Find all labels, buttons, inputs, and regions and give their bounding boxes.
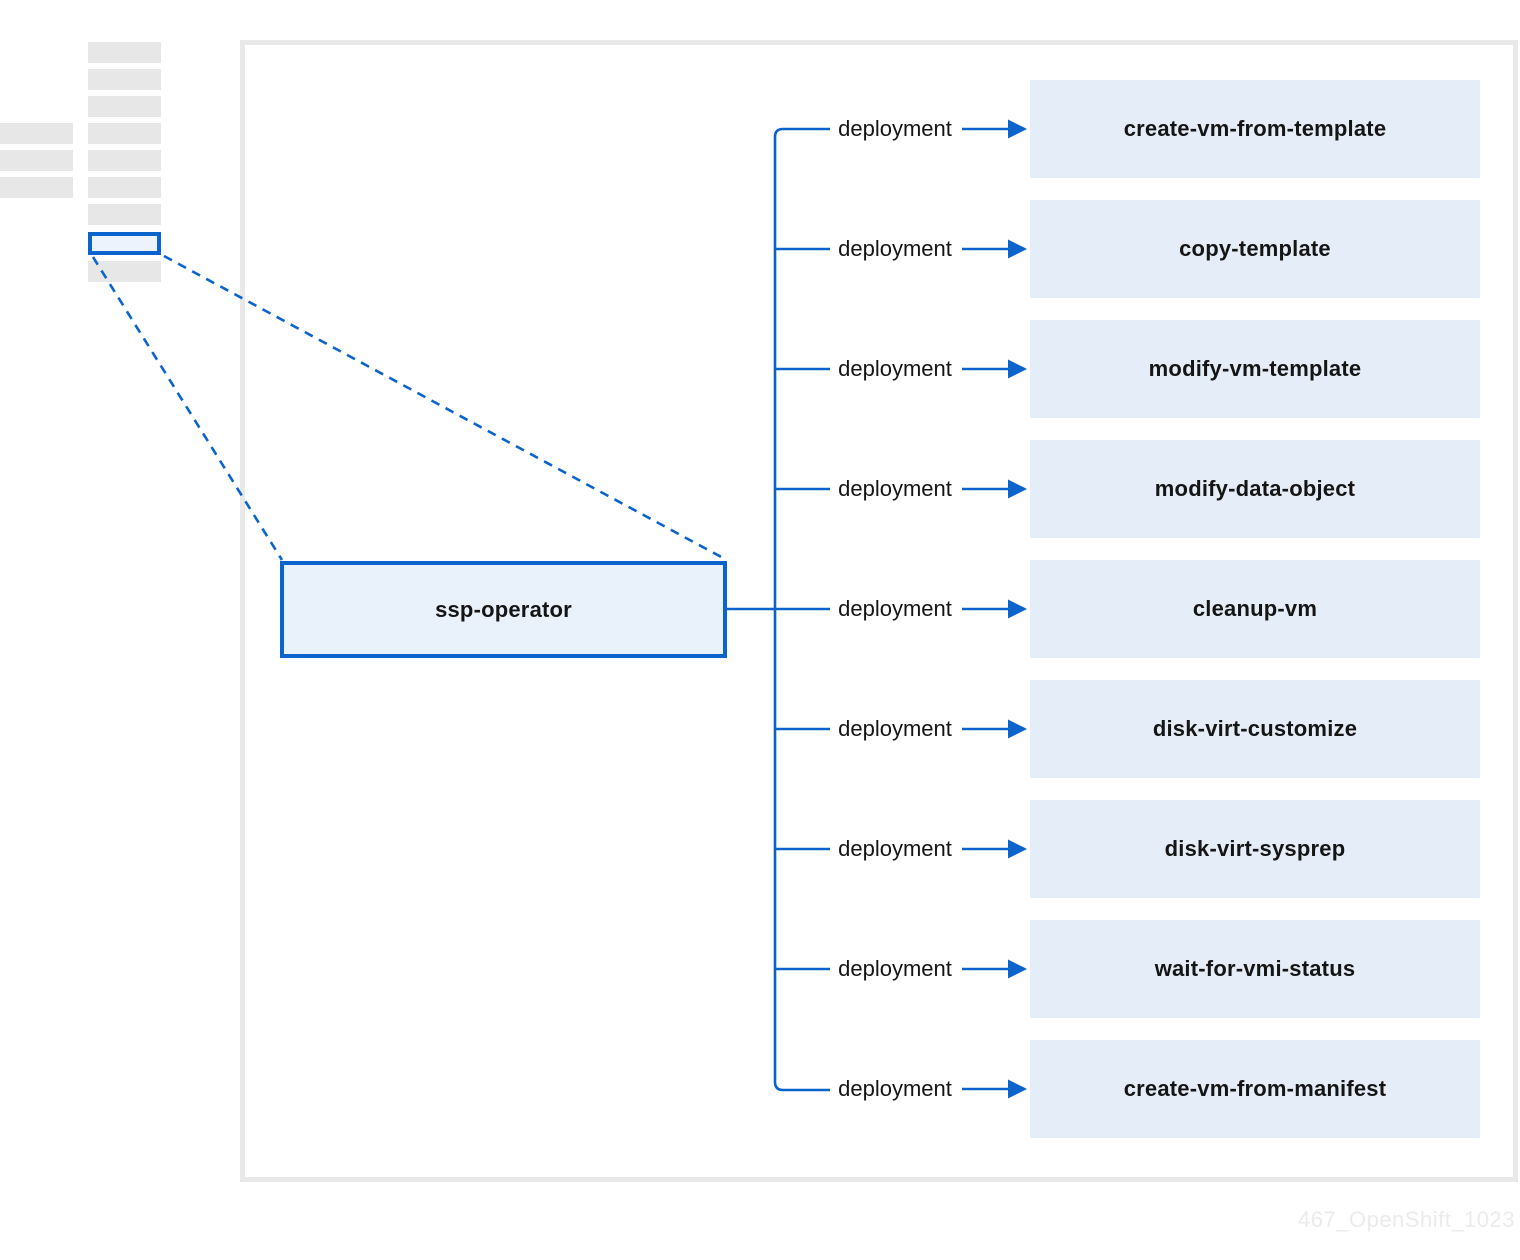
- target-box-copy-template: copy-template: [1030, 200, 1480, 298]
- target-box-disk-virt-customize: disk-virt-customize: [1030, 680, 1480, 778]
- target-box-label: modify-data-object: [1154, 476, 1356, 501]
- skeleton-bar: [88, 261, 161, 282]
- skeleton-bar: [88, 42, 161, 63]
- watermark-text: 467_OpenShift_1023: [1298, 1207, 1515, 1232]
- target-box-label: cleanup-vm: [1192, 596, 1318, 621]
- skeleton-bar: [88, 204, 161, 225]
- target-box-label: create-vm-from-template: [1123, 116, 1387, 141]
- target-box-label: create-vm-from-manifest: [1123, 1076, 1387, 1101]
- target-box-label: modify-vm-template: [1148, 356, 1362, 381]
- skeleton-bar: [88, 69, 161, 90]
- target-box-create-vm-from-template: create-vm-from-template: [1030, 80, 1480, 178]
- skeleton-bar: [88, 123, 161, 144]
- ssp-operator-box: ssp-operator: [280, 561, 727, 658]
- skeleton-bar: [0, 123, 73, 144]
- target-box-cleanup-vm: cleanup-vm: [1030, 560, 1480, 658]
- target-box-label: disk-virt-sysprep: [1164, 836, 1346, 861]
- skeleton-bar: [0, 150, 73, 171]
- target-box-disk-virt-sysprep: disk-virt-sysprep: [1030, 800, 1480, 898]
- deployment-label: deployment: [838, 716, 952, 741]
- ssp-operator-label: ssp-operator: [435, 596, 572, 622]
- target-box-modify-vm-template: modify-vm-template: [1030, 320, 1480, 418]
- deployment-label: deployment: [838, 956, 952, 981]
- target-box-modify-data-object: modify-data-object: [1030, 440, 1480, 538]
- deployment-label: deployment: [838, 356, 952, 381]
- deployment-label: deployment: [838, 1076, 952, 1101]
- skeleton-bar: [88, 96, 161, 117]
- target-box-label: wait-for-vmi-status: [1154, 956, 1356, 981]
- skeleton-bar: [0, 177, 73, 198]
- deployment-label: deployment: [838, 236, 952, 261]
- skeleton-bar: [88, 150, 161, 171]
- target-box-label: disk-virt-customize: [1152, 716, 1358, 741]
- deployment-label: deployment: [838, 596, 952, 621]
- skeleton-bar: [88, 177, 161, 198]
- target-box-label: copy-template: [1179, 236, 1331, 261]
- skeleton-highlight-bar: [88, 232, 161, 255]
- deployment-label: deployment: [838, 476, 952, 501]
- target-box-create-vm-from-manifest: create-vm-from-manifest: [1030, 1040, 1480, 1138]
- deployment-label: deployment: [838, 836, 952, 861]
- target-box-wait-for-vmi-status: wait-for-vmi-status: [1030, 920, 1480, 1018]
- deployment-label: deployment: [838, 116, 952, 141]
